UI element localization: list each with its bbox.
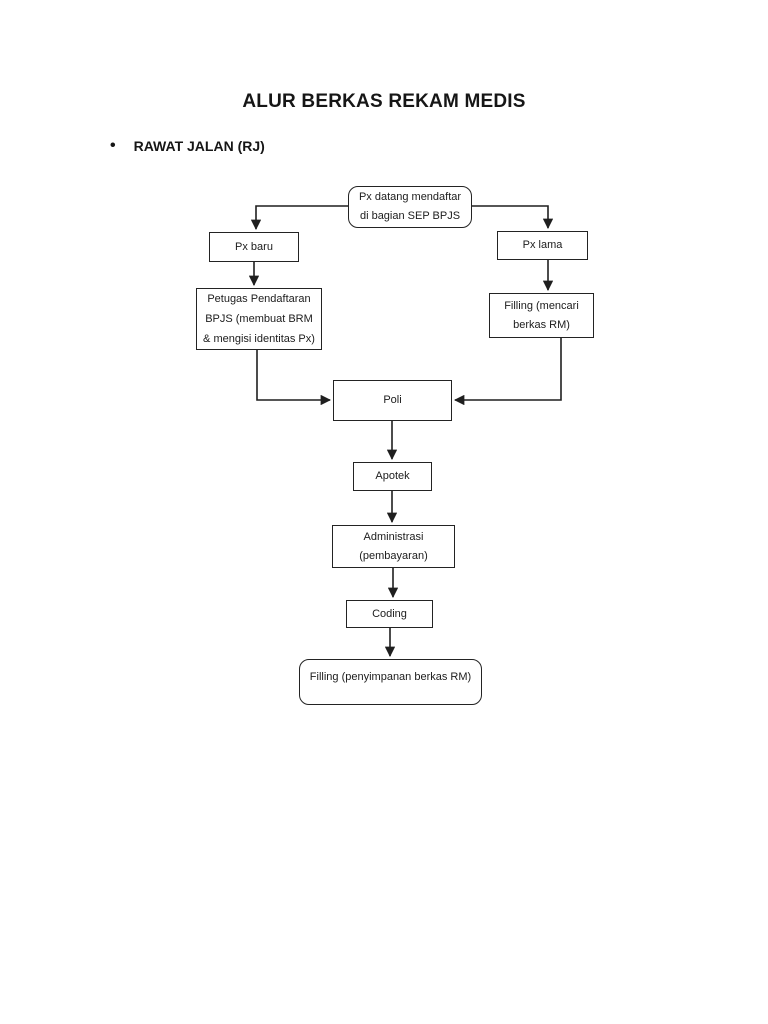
flowchart-node-px-baru: Px baru [209, 232, 299, 262]
connector-petugas-to-poli [256, 350, 332, 406]
node-label: BPJS (membuat BRM [205, 313, 313, 325]
page-title: ALUR BERKAS REKAM MEDIS [242, 91, 526, 112]
bullet-list-item: • RAWAT JALAN (RJ) [110, 137, 265, 155]
flowchart-node-registration: Px datang mendaftar di bagian SEP BPJS [348, 186, 472, 228]
connector-registration-to-px-lama [472, 205, 554, 230]
flowchart-node-coding: Coding [346, 600, 433, 628]
bullet-label: RAWAT JALAN (RJ) [133, 138, 265, 154]
bullet-icon: • [110, 137, 116, 154]
node-label: Poli [383, 394, 402, 406]
flowchart-node-apotek: Apotek [353, 462, 432, 491]
node-label: berkas RM) [513, 318, 570, 331]
node-label: & mengisi identitas Px) [203, 333, 315, 345]
node-label: Petugas Pendaftaran [207, 293, 311, 305]
node-label: Px datang mendaftar [358, 191, 462, 203]
node-label: Apotek [375, 470, 410, 482]
connector-filling-mencari-to-poli [453, 338, 562, 406]
flowchart-node-poli: Poli [333, 380, 452, 421]
node-label: di bagian SEP BPJS [359, 210, 461, 222]
flowchart-node-filling-mencari: Filling (mencari berkas RM) [489, 293, 594, 338]
flowchart-node-filling-penyimpanan: Filling (penyimpanan berkas RM) [299, 659, 482, 705]
node-label: Px lama [522, 239, 563, 251]
node-label: (pembayaran) [359, 549, 428, 562]
node-label: Administrasi [363, 530, 424, 543]
connector-registration-to-px-baru [250, 205, 348, 231]
flowchart-node-petugas-pendaftaran: Petugas Pendaftaran BPJS (membuat BRM & … [196, 288, 322, 350]
node-label: Filling (penyimpanan berkas RM) [309, 671, 472, 683]
node-label: Px baru [235, 240, 273, 253]
node-label: Coding [372, 607, 407, 620]
flowchart-node-administrasi: Administrasi (pembayaran) [332, 525, 455, 568]
node-label: Filling (mencari [504, 299, 579, 312]
flowchart-node-px-lama: Px lama [497, 231, 588, 260]
